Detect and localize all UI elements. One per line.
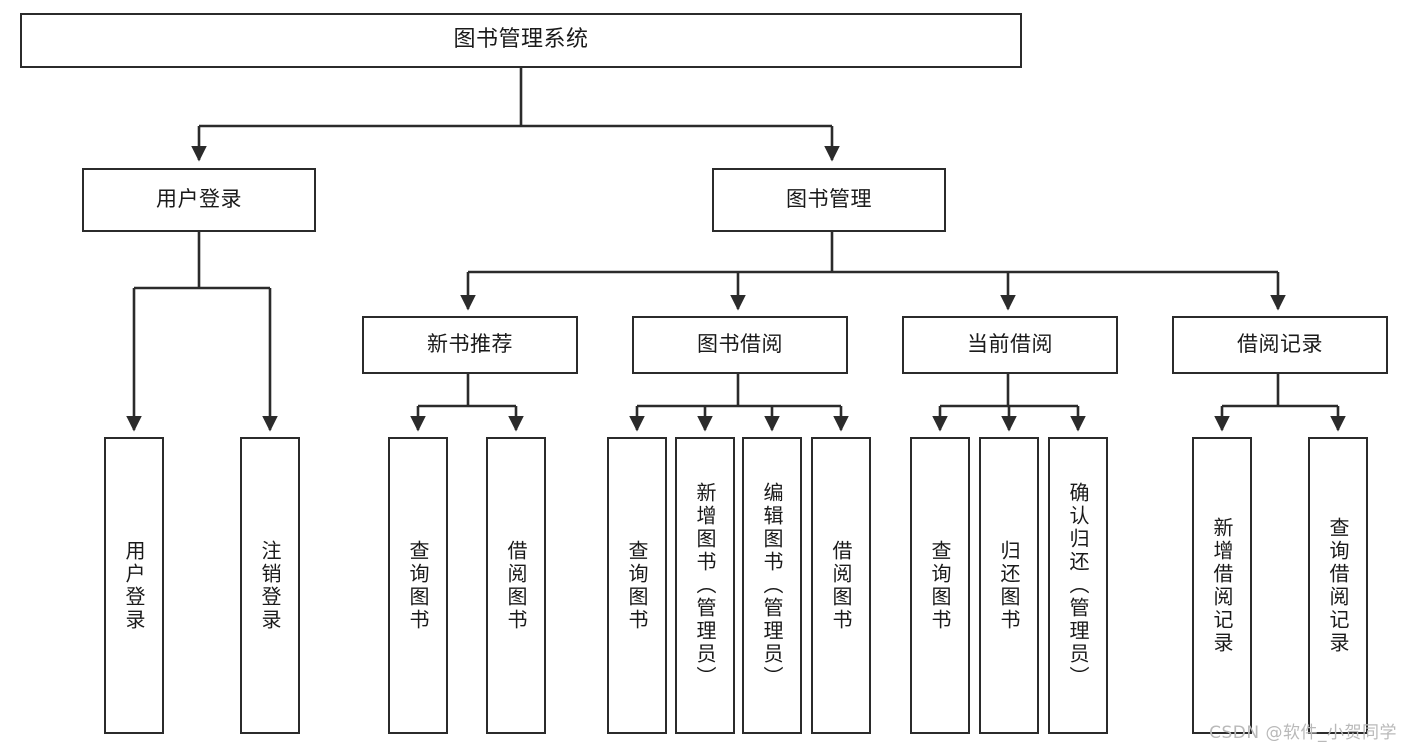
leaf-add-book[interactable]: 新增图书（管理员） [675, 437, 735, 734]
leaf-label: 注销登录 [258, 539, 282, 632]
leaf-label: 借阅图书 [829, 539, 853, 632]
node-root-system[interactable]: 图书管理系统 [20, 13, 1022, 68]
leaf-label: 归还图书 [997, 539, 1021, 632]
node-borrow-record[interactable]: 借阅记录 [1172, 316, 1388, 374]
leaf-confirm-return[interactable]: 确认归还（管理员） [1048, 437, 1108, 734]
leaf-edit-book[interactable]: 编辑图书（管理员） [742, 437, 802, 734]
leaf-label: 查询图书 [406, 539, 430, 632]
leaf-label: 查询图书 [928, 539, 952, 632]
leaf-label: 编辑图书（管理员） [760, 482, 784, 689]
node-book-borrow[interactable]: 图书借阅 [632, 316, 848, 374]
leaf-label: 借阅图书 [504, 539, 528, 632]
leaf-query-book-1[interactable]: 查询图书 [388, 437, 448, 734]
leaf-label: 查询图书 [625, 539, 649, 632]
leaf-add-record[interactable]: 新增借阅记录 [1192, 437, 1252, 734]
node-new-book-recommend[interactable]: 新书推荐 [362, 316, 578, 374]
leaf-borrow-book-2[interactable]: 借阅图书 [811, 437, 871, 734]
csdn-watermark: CSDN @软件_小贺同学 [1209, 723, 1397, 743]
leaf-logout-login[interactable]: 注销登录 [240, 437, 300, 734]
leaf-label: 新增图书（管理员） [693, 482, 717, 689]
leaf-label: 新增借阅记录 [1210, 516, 1234, 655]
leaf-label: 用户登录 [122, 539, 146, 632]
leaf-label: 查询借阅记录 [1326, 516, 1350, 655]
leaf-label: 确认归还（管理员） [1066, 482, 1090, 689]
leaf-user-login[interactable]: 用户登录 [104, 437, 164, 734]
leaf-query-book-2[interactable]: 查询图书 [607, 437, 667, 734]
leaf-query-record[interactable]: 查询借阅记录 [1308, 437, 1368, 734]
node-current-borrow[interactable]: 当前借阅 [902, 316, 1118, 374]
node-book-management[interactable]: 图书管理 [712, 168, 946, 232]
leaf-return-book[interactable]: 归还图书 [979, 437, 1039, 734]
leaf-borrow-book-1[interactable]: 借阅图书 [486, 437, 546, 734]
node-user-login[interactable]: 用户登录 [82, 168, 316, 232]
leaf-query-book-3[interactable]: 查询图书 [910, 437, 970, 734]
